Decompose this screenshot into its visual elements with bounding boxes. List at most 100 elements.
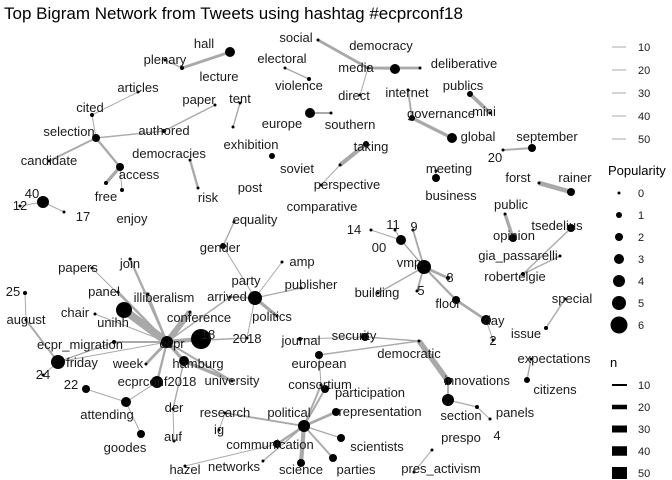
n-legend-label: 50 (638, 468, 650, 480)
edge-der-auf (172, 408, 175, 442)
edge-communication-hazel (184, 443, 278, 467)
node-politics (275, 314, 279, 318)
node-selection (92, 134, 100, 142)
popularity-legend-label: 3 (638, 254, 644, 266)
node-label-university: university (205, 373, 260, 388)
n-legend-label: 10 (638, 380, 650, 392)
node-arrived (228, 295, 232, 299)
node-label-5: 5 (417, 283, 424, 298)
edge-ecpr-arrived (166, 296, 231, 343)
node-articles (136, 90, 140, 94)
node-label-robertelgie: robertelgie (484, 269, 545, 284)
edge-prespo-pres_activism (413, 449, 433, 473)
node-24 (41, 373, 45, 377)
node-violence (307, 77, 311, 81)
node-label-ecpr: ecpr (159, 336, 185, 351)
node-electoral (283, 66, 287, 70)
edge-hall-lecture (181, 50, 231, 70)
node-deliberative (418, 66, 422, 70)
node-label-free: free (95, 189, 117, 204)
edge-floor-day (455, 298, 487, 322)
edge-perspective-taking (338, 142, 368, 167)
node-conference (188, 310, 192, 314)
node-access (116, 163, 124, 171)
node-day (481, 315, 491, 325)
node-research (223, 411, 227, 415)
node-plenary (163, 58, 167, 62)
node-label-attending: attending (80, 407, 134, 422)
node-label-publisher: publisher (285, 277, 338, 292)
node-democracy (390, 64, 400, 74)
node-gender (220, 243, 226, 249)
node-hamburg (179, 356, 189, 366)
node-papers (90, 266, 94, 270)
edge-hamburg-university (183, 359, 233, 383)
edge-14-00 (370, 229, 402, 241)
node-hazel (183, 464, 187, 468)
node-label-00: 00 (372, 240, 386, 255)
edge-comparative-perspective (320, 164, 341, 186)
node-label-global: global (461, 129, 496, 144)
node-label-candidate: candidate (21, 153, 77, 168)
node-mini (488, 111, 492, 115)
node-label-equality: equality (233, 212, 278, 227)
node-label-gender: gender (200, 240, 241, 255)
node-political (298, 420, 310, 432)
node-label-communication: communication (226, 437, 313, 452)
node-label-11: 11 (386, 217, 400, 232)
node-label-science: science (279, 462, 323, 477)
node-label-networks: networks (208, 459, 261, 474)
popularity-legend-key (617, 191, 621, 195)
node-9 (411, 228, 415, 232)
edge-gender-equality (222, 221, 235, 247)
edge-ecpr-conference (164, 310, 193, 344)
edge-gender-party (222, 245, 256, 299)
node-label-comparative: comparative (287, 199, 358, 214)
node-publisher (299, 286, 303, 290)
node-taking (363, 141, 369, 147)
edge-ecpr-illiberalism (147, 293, 168, 343)
node-label-consortium: consortium (288, 377, 352, 392)
node-attending (121, 397, 131, 407)
edge-european-consortium (318, 354, 322, 386)
node-2018 (245, 336, 249, 340)
node-label-week: week (112, 356, 144, 371)
edge-ecpr-friday (57, 341, 168, 363)
n-legend-key (612, 467, 627, 479)
node-label-unihh: unihh (97, 315, 129, 330)
node-publics (467, 91, 473, 97)
node-label-risk: risk (198, 190, 219, 205)
node-ecpr (161, 336, 173, 348)
node-label-papers: papers (58, 260, 98, 275)
node-label-lecture: lecture (199, 69, 238, 84)
node-innovations (444, 377, 452, 385)
edge-gia_passarelli-robertelgie (522, 255, 561, 275)
node-security (361, 333, 369, 341)
edge-legend-label: 20 (638, 65, 650, 77)
node-label-democracies: democracies (132, 146, 206, 161)
edge-legend-label: 40 (638, 111, 650, 123)
edge-political-networks (262, 425, 305, 462)
node-label-soviet: soviet (280, 161, 314, 176)
node-tsedelius (567, 224, 575, 232)
edge-forst-rainer (538, 180, 572, 195)
node-label-12: 12 (13, 198, 27, 213)
popularity-legend-label: 5 (638, 298, 644, 310)
node-label-special: special (552, 291, 593, 306)
node-panel (116, 290, 120, 294)
node-participation (321, 385, 329, 393)
edge-ecpr-chair (94, 313, 168, 343)
node-label-hazel: hazel (169, 462, 200, 477)
edge-ecpr_migration-friday (57, 341, 115, 363)
node-party (248, 291, 262, 305)
n-legend-label: 40 (638, 446, 650, 458)
node-free (104, 181, 108, 185)
node-september (528, 144, 536, 152)
node-rainer (567, 188, 575, 196)
node-label-22: 22 (64, 377, 78, 392)
node-label-20: 20 (488, 150, 502, 165)
node-label-articles: articles (117, 80, 159, 95)
edge-global-governance (411, 116, 453, 140)
edge-public-opinion (503, 213, 515, 239)
